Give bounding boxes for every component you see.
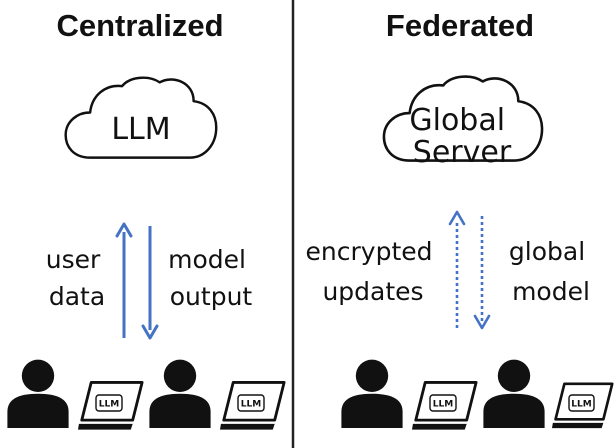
cloud-label-llm: LLM — [111, 112, 170, 147]
federated-title: Federated — [386, 8, 534, 43]
user-icon — [341, 359, 403, 428]
user-icon — [483, 359, 545, 428]
laptop-llm-label: LLM — [433, 400, 453, 410]
centralized-title: Centralized — [56, 8, 223, 43]
laptop-llm-label: LLM — [99, 400, 119, 410]
arrow-down-icon — [141, 226, 159, 340]
client-3: LLM — [341, 359, 478, 432]
client-2: LLM — [149, 359, 286, 432]
client-1: LLM — [7, 359, 144, 432]
encrypted-updates-label: encrypted updates — [306, 237, 441, 306]
laptop-llm-label: LLM — [241, 400, 261, 410]
arrow-down-icon — [473, 216, 491, 330]
cloud-label-global-server: Global Server — [409, 103, 514, 170]
user-icon — [149, 359, 211, 428]
federated-panel: Federated Global Server encrypted update… — [306, 8, 614, 432]
arrow-up-icon — [448, 210, 466, 328]
client-4: LLM — [483, 359, 614, 430]
model-output-label: model output — [168, 245, 254, 311]
laptop-llm-label: LLM — [571, 400, 591, 410]
user-icon — [7, 359, 69, 428]
centralized-panel: Centralized LLM user data model output — [7, 8, 286, 432]
user-data-label: user data — [46, 245, 108, 311]
global-model-label: global model — [509, 237, 593, 306]
arrow-up-icon — [115, 222, 133, 338]
